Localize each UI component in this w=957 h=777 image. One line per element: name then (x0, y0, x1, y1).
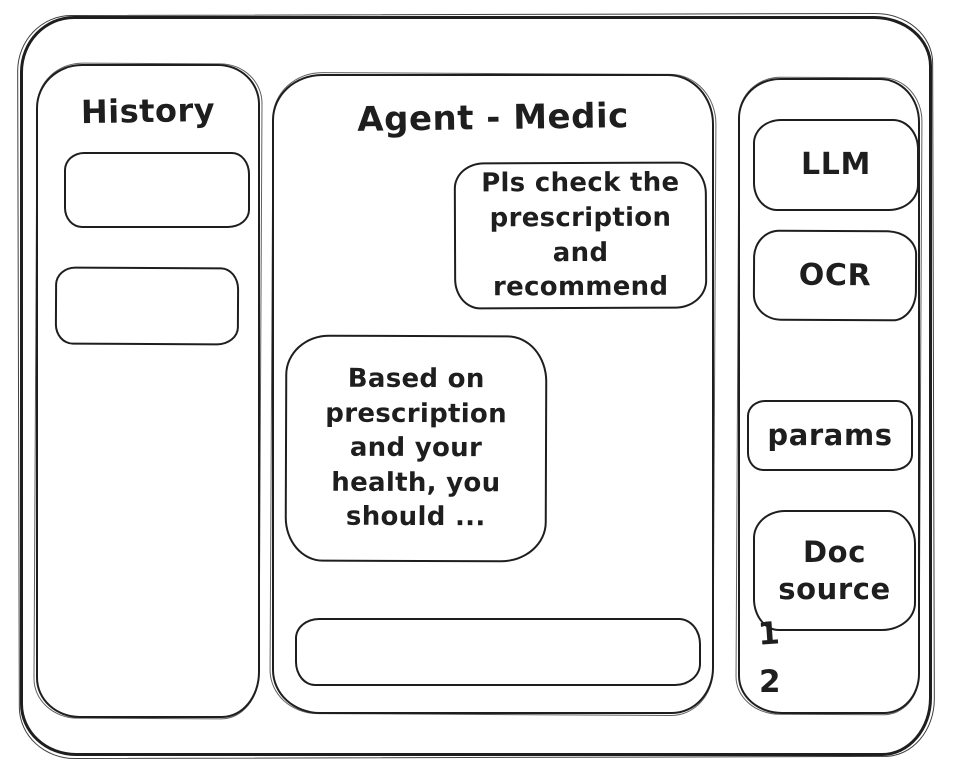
history-title: History (80, 90, 216, 132)
history-sidebar: History (36, 64, 260, 718)
ocr-button[interactable]: OCR (752, 229, 918, 322)
doc-source-list-item[interactable]: 1 (756, 615, 782, 653)
llm-button[interactable]: LLM (753, 119, 919, 211)
assistant-message-bubble: Based on prescription and your health, y… (284, 334, 548, 563)
params-button[interactable]: params (747, 400, 913, 471)
user-message-bubble: Pls check the prescription and recommend (453, 161, 708, 310)
doc-source-list-item[interactable]: 2 (759, 664, 782, 700)
history-item[interactable] (54, 266, 240, 346)
chat-title: Agent - Medic (356, 96, 630, 140)
doc-source-button[interactable]: Doc source (753, 510, 916, 631)
history-item[interactable] (64, 152, 250, 228)
chat-input[interactable] (295, 618, 701, 686)
tools-sidebar: LLM OCR params Doc source 1 2 (738, 78, 920, 714)
chat-panel: Agent - Medic Pls check the prescription… (272, 74, 714, 714)
